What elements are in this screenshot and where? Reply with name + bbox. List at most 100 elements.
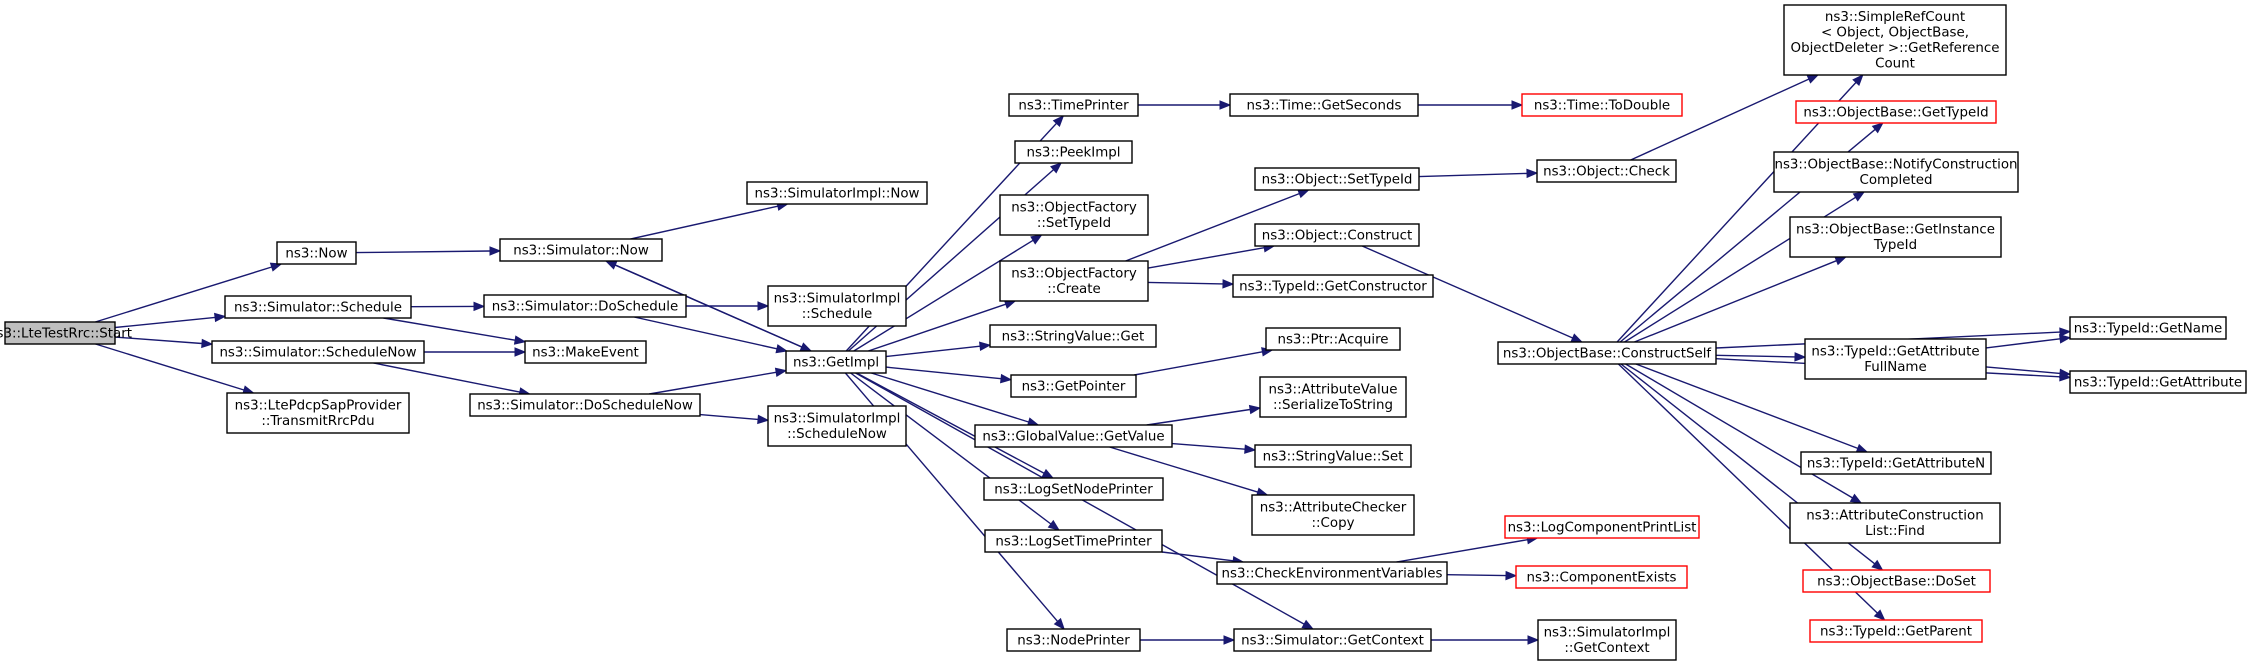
node-logsettimeprinter[interactable]: ns3::LogSetTimePrinter <box>984 529 1163 553</box>
call-edge-of_create-to-obj_construct <box>1147 243 1276 269</box>
node-checkenv[interactable]: ns3::CheckEnvironmentVariables <box>1216 561 1448 585</box>
node-box <box>1809 619 1983 643</box>
node-sim-schedule[interactable]: ns3::Simulator::Schedule <box>224 295 412 319</box>
node-label-line: ns3::Time::GetSeconds <box>1247 98 1402 113</box>
node-typeid-getconstructor[interactable]: ns3::TypeId::GetConstructor <box>1232 274 1434 298</box>
node-box <box>999 260 1149 302</box>
node-getimpl[interactable]: ns3::GetImpl <box>785 350 887 374</box>
call-edge-timeprinter-to-time_getseconds <box>1138 100 1232 110</box>
node-sim-getcontext[interactable]: ns3::Simulator::GetContext <box>1233 628 1432 652</box>
node-ob-constructself[interactable]: ns3::ObjectBase::ConstructSelf <box>1497 341 1717 365</box>
arrowhead-icon <box>1053 617 1065 631</box>
node-makeevent[interactable]: ns3::MakeEvent <box>524 340 647 364</box>
node-ob-doset[interactable]: ns3::ObjectBase::DoSet <box>1802 569 1991 593</box>
node-start[interactable]: ns3::LteTestRrc::Start <box>0 321 132 345</box>
node-label-line: ns3::AttributeChecker <box>1260 501 1407 516</box>
node-stringvalue-get[interactable]: ns3::StringValue::Get <box>989 324 1157 348</box>
node-box <box>276 241 357 265</box>
node-av-serialize[interactable]: ns3::AttributeValue::SerializeToString <box>1259 376 1407 418</box>
node-box <box>1536 159 1677 183</box>
node-timeprinter[interactable]: ns3::TimePrinter <box>1008 93 1139 117</box>
node-now[interactable]: ns3::Now <box>276 241 357 265</box>
arrowhead-icon <box>1873 609 1886 621</box>
node-box <box>767 285 907 327</box>
node-componentexists[interactable]: ns3::ComponentExists <box>1515 565 1688 589</box>
node-box <box>1521 93 1683 117</box>
node-obj-check[interactable]: ns3::Object::Check <box>1536 159 1677 183</box>
node-sim-doschedulenow[interactable]: ns3::Simulator::DoScheduleNow <box>469 393 701 417</box>
node-label-line: ns3::TypeId::GetAttribute <box>1811 345 1979 360</box>
node-time-todouble[interactable]: ns3::Time::ToDouble <box>1521 93 1683 117</box>
node-ob-notifyconstruction[interactable]: ns3::ObjectBase::NotifyConstructionCompl… <box>1773 151 2019 193</box>
node-label-line: ns3::TypeId::GetAttributeN <box>1807 456 1985 471</box>
node-time-getseconds[interactable]: ns3::Time::GetSeconds <box>1229 93 1419 117</box>
node-transmit[interactable]: ns3::LtePdcpSapProvider::TransmitRrcPdu <box>226 392 410 434</box>
node-box <box>499 238 663 262</box>
node-box <box>1254 167 1420 191</box>
node-box <box>1251 494 1415 536</box>
node-logsetnodeprinter[interactable]: ns3::LogSetNodePrinter <box>983 477 1164 501</box>
node-box <box>226 392 410 434</box>
node-ptr-acquire[interactable]: ns3::Ptr::Acquire <box>1265 327 1401 351</box>
call-edge-start-to-sim_schedule <box>114 312 227 329</box>
node-simimpl-now[interactable]: ns3::SimulatorImpl::Now <box>746 181 928 205</box>
node-simimpl-schedule[interactable]: ns3::SimulatorImpl::Schedule <box>767 285 907 327</box>
node-label-line: ns3::ObjectBase::ConstructSelf <box>1503 346 1712 361</box>
node-typeid-getattributen[interactable]: ns3::TypeId::GetAttributeN <box>1800 451 1992 475</box>
node-label-line: ns3::ObjectBase::GetTypeId <box>1803 105 1988 120</box>
node-sim-schedulenow[interactable]: ns3::Simulator::ScheduleNow <box>211 340 425 364</box>
edge-line <box>1985 366 2061 375</box>
arrowhead-icon <box>1871 559 1884 571</box>
node-logcomponentprintlist[interactable]: ns3::LogComponentPrintList <box>1504 515 1700 539</box>
node-label-line: ns3::GetPointer <box>1022 379 1126 394</box>
edge-line <box>871 372 1029 423</box>
call-edge-sim_doschedule-to-simimpl_schedule <box>686 301 770 311</box>
edge-line <box>1361 245 1573 339</box>
node-peekimpl[interactable]: ns3::PeekImpl <box>1014 140 1133 164</box>
function-nodes: ns3::LteTestRrc::Startns3::Nowns3::Simul… <box>0 4 2247 661</box>
arrowhead-icon <box>489 246 502 256</box>
node-label-line: ::SerializeToString <box>1273 398 1393 413</box>
node-sim-doschedule[interactable]: ns3::Simulator::DoSchedule <box>483 294 687 318</box>
node-nodeprinter[interactable]: ns3::NodePrinter <box>1006 628 1141 652</box>
node-box <box>1515 565 1688 589</box>
node-ob-gettypeid[interactable]: ns3::ObjectBase::GetTypeId <box>1795 100 1997 124</box>
node-getpointer[interactable]: ns3::GetPointer <box>1010 374 1137 398</box>
node-of-create[interactable]: ns3::ObjectFactory::Create <box>999 260 1149 302</box>
node-stringvalue-set[interactable]: ns3::StringValue::Set <box>1254 444 1412 468</box>
node-simimpl-schedulenow[interactable]: ns3::SimulatorImpl::ScheduleNow <box>767 405 907 447</box>
node-obj-construct[interactable]: ns3::Object::Construct <box>1254 223 1420 247</box>
arrowhead-icon <box>1855 443 1869 453</box>
node-typeid-getname[interactable]: ns3::TypeId::GetName <box>2069 316 2227 340</box>
node-typeid-getparent[interactable]: ns3::TypeId::GetParent <box>1809 619 1983 643</box>
node-box <box>1006 628 1141 652</box>
call-edge-start-to-sim_schedulenow <box>114 336 214 349</box>
node-sim-now[interactable]: ns3::Simulator::Now <box>499 238 663 262</box>
node-box <box>1010 374 1137 398</box>
edge-line <box>383 317 516 341</box>
edge-line <box>856 372 1045 474</box>
node-label-line: ns3::PeekImpl <box>1026 145 1120 160</box>
node-label-line: ns3::Now <box>285 246 347 261</box>
node-gv-getvalue[interactable]: ns3::GlobalValue::GetValue <box>974 424 1173 448</box>
node-typeid-getattribute[interactable]: ns3::TypeId::GetAttribute <box>2069 370 2247 394</box>
node-ac-copy[interactable]: ns3::AttributeChecker::Copy <box>1251 494 1415 536</box>
node-label-line: ns3::Object::SetTypeId <box>1262 172 1413 187</box>
node-label-line: ::TransmitRrcPdu <box>261 414 374 429</box>
node-box <box>1802 569 1991 593</box>
edge-line <box>699 413 759 421</box>
node-src-getrefcount[interactable]: ns3::SimpleRefCount< Object, ObjectBase,… <box>1783 4 2007 76</box>
edge-line <box>885 345 981 358</box>
node-box <box>1259 376 1407 418</box>
node-simimpl-getcontext[interactable]: ns3::SimulatorImpl::GetContext <box>1537 619 1677 661</box>
node-label-line: ns3::LogSetTimePrinter <box>995 534 1152 549</box>
edge-line <box>1418 172 1528 178</box>
arrowhead-icon <box>757 414 770 425</box>
arrowhead-icon <box>1849 493 1863 504</box>
node-of-settypeid[interactable]: ns3::ObjectFactory::SetTypeId <box>999 194 1149 236</box>
node-obj-settypeid[interactable]: ns3::Object::SetTypeId <box>1254 167 1420 191</box>
node-box <box>1229 93 1419 117</box>
